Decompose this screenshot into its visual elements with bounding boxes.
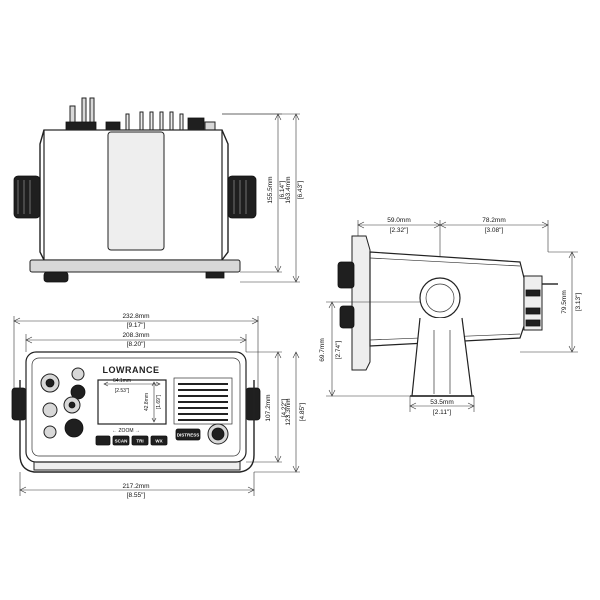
side-base-inch-label: [2.11"] [433, 409, 451, 416]
overall-height-inch-label: [4.85"] [299, 403, 306, 422]
speaker-grille [173, 377, 233, 425]
mid-button [42, 402, 58, 418]
top-view: 155.5mm [6.14"] 163.4mm [6.43"] [13, 97, 304, 283]
bracket-width-label: 217.2mm [122, 483, 149, 490]
top-view-bracket [107, 131, 165, 251]
side-left-height-inch-label: [2.74"] [335, 341, 342, 360]
side-back-depth-label: 78.2mm [482, 217, 505, 224]
svg-text:SCAN: SCAN [115, 439, 128, 444]
side-bezel [351, 235, 371, 371]
side-back-depth-inch-label: [3.08"] [485, 227, 504, 234]
front-right-knob [245, 387, 261, 421]
svg-text:WX: WX [155, 439, 162, 444]
top-height-inch-label: [6.14"] [279, 181, 286, 200]
panel-height-label: 107.2mm [265, 394, 272, 421]
front-left-knob [11, 387, 27, 421]
front-view: 232.8mm [9.17"] 208.3mm [8.20"] LOWRANCE [11, 313, 306, 499]
svg-text:DISTRESS: DISTRESS [177, 433, 200, 438]
top-button [71, 367, 85, 381]
right-knob [227, 175, 257, 219]
top-height-total-label: 163.4mm [285, 176, 292, 203]
rear-connectors [523, 275, 543, 331]
top-height-total-inch-label: [6.43"] [297, 181, 304, 200]
side-stand [411, 317, 473, 397]
top-view-bezel [29, 259, 241, 273]
lower-left-button [43, 425, 57, 439]
top-connectors [65, 97, 216, 133]
side-front-depth-inch-label: [2.32"] [390, 227, 409, 234]
brand-logo: LOWRANCE [103, 365, 160, 375]
scan-button [112, 435, 130, 446]
panel-width-label: 208.3mm [122, 332, 149, 339]
bracket-width-inch-label: [8.55"] [127, 492, 146, 499]
left-knob [13, 175, 41, 219]
zoom-label: ← ZOOM → [112, 428, 140, 434]
side-front-depth-label: 59.0mm [387, 217, 410, 224]
display-screen [97, 379, 167, 425]
screen-height-label: 42.8mm [144, 393, 150, 411]
side-top-knob [337, 261, 355, 289]
wx-button [150, 435, 168, 446]
overall-width-inch-label: [9.17"] [127, 322, 146, 329]
side-base-label: 53.5mm [430, 399, 453, 406]
screen-width-label: 64.1mm [113, 378, 131, 384]
side-right-height-label: 79.5mm [561, 290, 568, 313]
distress-button [175, 428, 201, 441]
overall-width-label: 232.8mm [122, 313, 149, 320]
home-button [95, 435, 111, 446]
panel-width-inch-label: [8.20"] [127, 341, 146, 348]
front-bracket [19, 380, 255, 473]
side-bottom-knob [339, 305, 355, 329]
side-left-height-label: 69.7mm [319, 338, 326, 361]
top-height-label: 155.5mm [267, 176, 274, 203]
panel-height-inch-label: [4.22"] [281, 399, 288, 418]
tri-button [131, 435, 149, 446]
screen-width-inch-label: [2.53"] [115, 388, 130, 394]
screen-height-inch-label: [1.69"] [156, 394, 162, 409]
svg-text:TRI: TRI [136, 439, 143, 444]
overall-height-label: 123.3mm [285, 398, 292, 425]
ptt-button [64, 418, 84, 438]
side-view: 59.0mm [2.32"] 78.2mm [3.08"] 79.5mm [3.… [319, 217, 582, 416]
side-right-height-inch-label: [3.13"] [575, 293, 582, 312]
